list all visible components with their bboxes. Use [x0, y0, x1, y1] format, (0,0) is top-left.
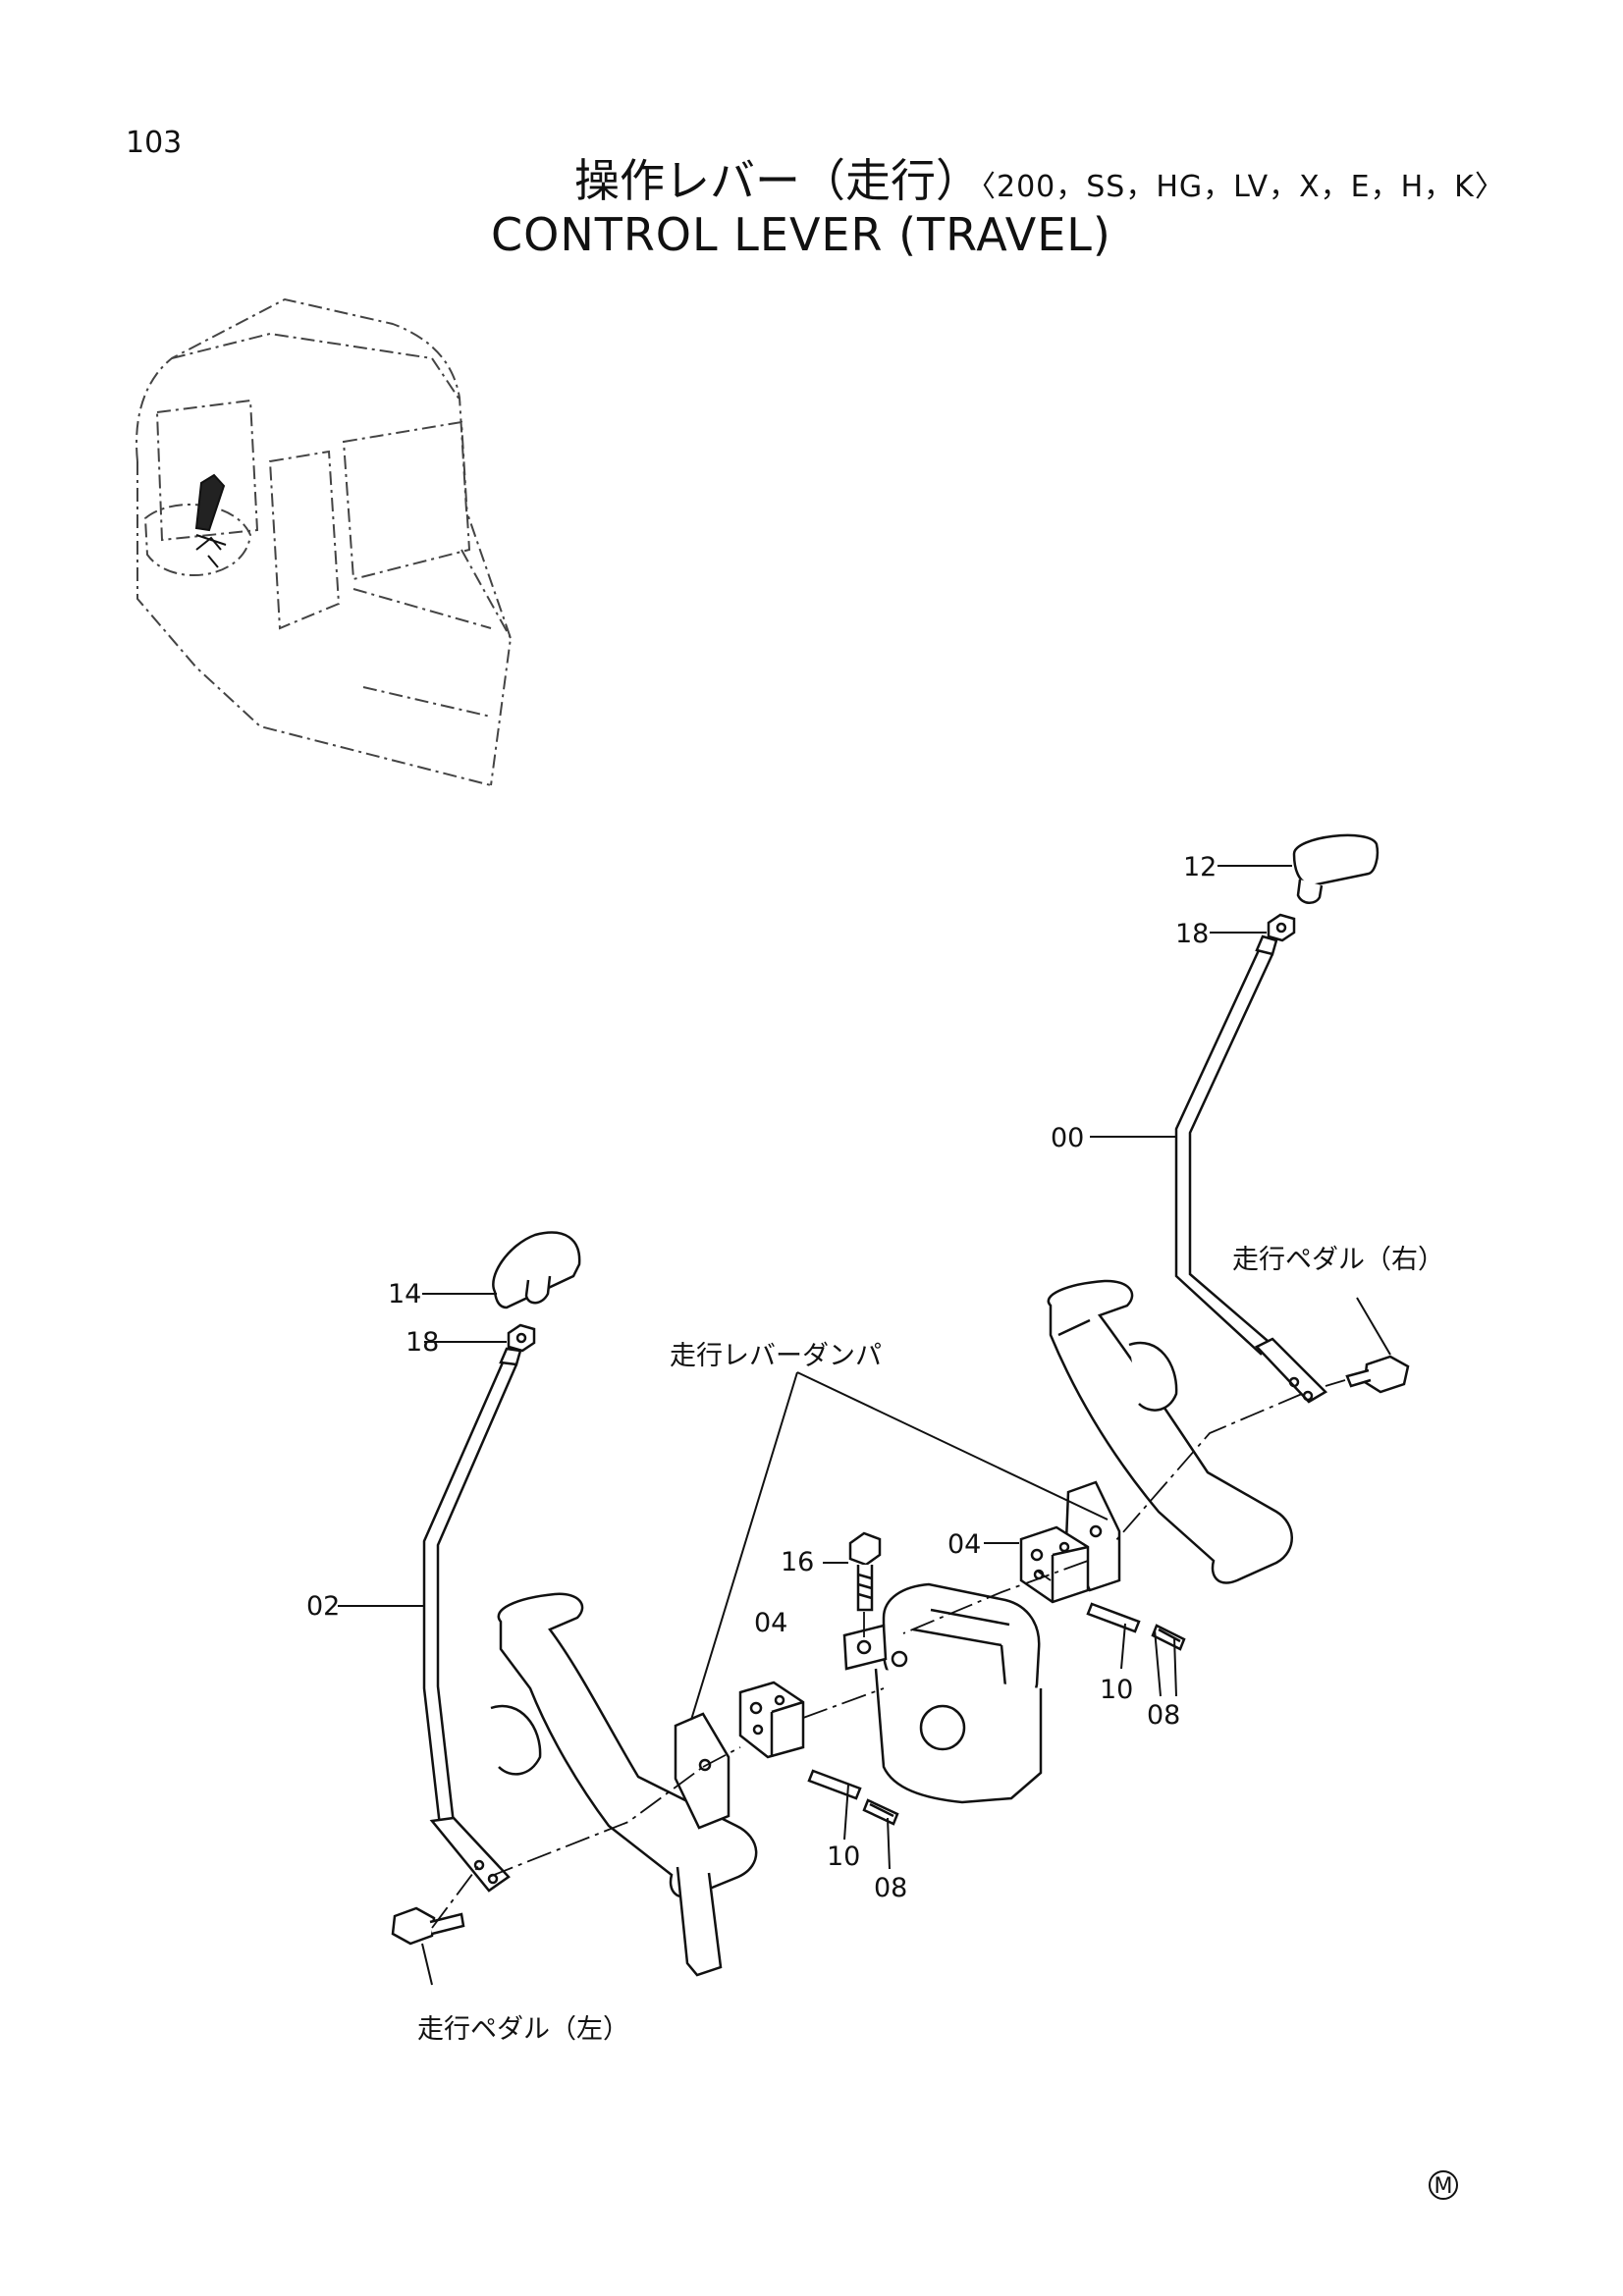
- bolt-16: [848, 1531, 882, 1612]
- page-number: 103: [126, 126, 183, 160]
- callout-16: 16: [781, 1547, 814, 1577]
- travel-damper-unit: [842, 1582, 1043, 1804]
- pin-10-lower: [807, 1769, 862, 1800]
- page-title-en: CONTROL LEVER (TRAVEL): [491, 208, 1111, 261]
- page-title-jp: 操作レバー（走行）〈200，SS，HG，LV，X，E，H，K〉: [574, 145, 1505, 210]
- cab-location-thumbnail: [135, 297, 513, 786]
- left-lever-rod-02: [422, 1347, 522, 1893]
- cab-lever-marker-icon: [194, 473, 227, 546]
- circled-m-mark: M: [1429, 2170, 1458, 2200]
- callout-18-left: 18: [406, 1327, 439, 1358]
- callout-14: 14: [388, 1279, 421, 1309]
- title-jp-text: 操作レバー（走行）: [574, 154, 981, 207]
- left-lever-grip-14: [492, 1231, 581, 1309]
- left-pedal-bolt: [391, 1906, 465, 1946]
- block-04-lower: [738, 1681, 805, 1759]
- callout-10-upper: 10: [1100, 1675, 1133, 1705]
- callout-10-lower: 10: [827, 1842, 860, 1872]
- callout-00: 00: [1051, 1123, 1084, 1153]
- right-pedal-bolt: [1345, 1355, 1410, 1394]
- pin-08-lower: [862, 1798, 899, 1826]
- pin-08-upper: [1151, 1624, 1186, 1651]
- right-lever-rod-00: [1174, 934, 1328, 1404]
- pin-10-upper: [1086, 1602, 1141, 1633]
- callout-04-upper: 04: [947, 1529, 981, 1560]
- mark-letter: M: [1434, 2174, 1453, 2199]
- note-travel-pedal-left: 走行ペダル（左）: [417, 2014, 629, 2045]
- title-variants: 〈200，SS，HG，LV，X，E，H，K〉: [981, 170, 1505, 204]
- callout-08-upper: 08: [1147, 1700, 1180, 1731]
- left-lever-nut-18: [507, 1323, 536, 1353]
- right-lever-grip-12: [1292, 833, 1380, 904]
- callout-02: 02: [306, 1591, 340, 1622]
- callout-18-right: 18: [1175, 919, 1209, 949]
- callout-08-lower: 08: [874, 1873, 907, 1903]
- note-travel-pedal-right: 走行ペダル（右）: [1232, 1245, 1444, 1275]
- right-pedal: [1047, 1279, 1293, 1584]
- callout-12: 12: [1183, 852, 1217, 882]
- leader-lines: [338, 865, 1391, 1986]
- right-lever-nut-18: [1267, 913, 1296, 942]
- left-pedal: [490, 1592, 758, 1977]
- note-travel-lever-damper: 走行レバーダンパ: [670, 1341, 882, 1371]
- callout-04-lower: 04: [754, 1608, 787, 1638]
- assembly-center-lines: [431, 1379, 1346, 1929]
- block-04-upper: [1019, 1525, 1090, 1604]
- cab-pedal-marker-icon: [195, 536, 222, 568]
